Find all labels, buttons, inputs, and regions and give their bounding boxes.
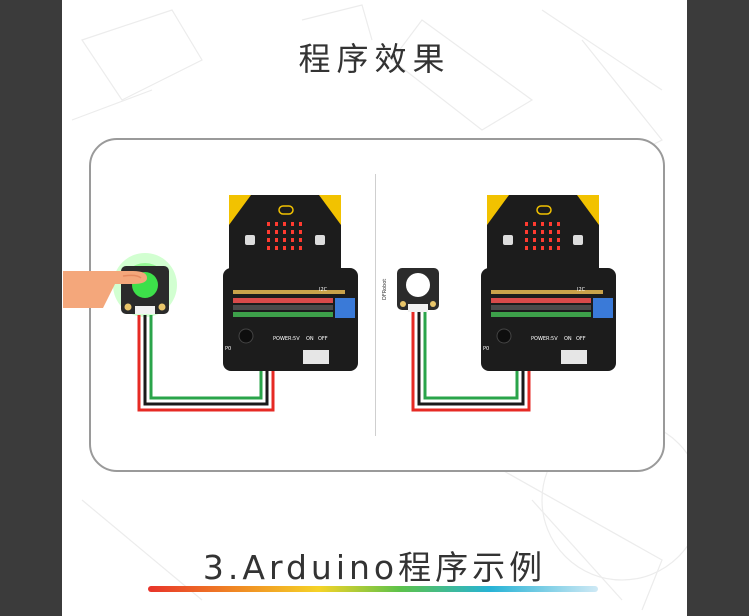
panel-divider (375, 174, 376, 436)
expansion-board-2 (481, 268, 616, 371)
page-title: 程序效果 (298, 40, 451, 78)
section-heading: 3.Arduino程序示例 (202, 548, 547, 587)
led-matrix (267, 222, 302, 250)
wire-black-2 (417, 312, 525, 406)
left-margin (0, 0, 62, 616)
finger-icon (63, 271, 147, 308)
wire-red (137, 315, 275, 412)
led-matrix-2 (525, 222, 560, 250)
label-off: OFF (318, 336, 328, 342)
label-power: POWER:5V (273, 336, 300, 342)
expansion-board (223, 268, 358, 371)
label-p0: P0 (225, 346, 231, 352)
rainbow-underline (148, 586, 598, 592)
label-i2c-2: I2C (577, 287, 586, 293)
power-switch (303, 350, 329, 364)
microbit-board (229, 195, 341, 275)
label-p0-2: P0 (483, 346, 489, 352)
wire-black (143, 315, 269, 406)
microbit-board-2 (487, 195, 599, 275)
label-on-2: ON (564, 336, 572, 342)
label-logo: DFRobot (382, 279, 388, 300)
button-cap-off (406, 273, 430, 297)
label-on: ON (306, 336, 314, 342)
document-page: 程序效果 (62, 0, 687, 616)
label-off-2: OFF (576, 336, 586, 342)
power-switch-2 (561, 350, 587, 364)
wire-red-2 (411, 312, 531, 412)
right-margin (687, 0, 749, 616)
effect-panel: I2C POWER:5V ON OFF P0 DFRobot (63, 138, 665, 472)
label-i2c: I2C (319, 287, 328, 293)
scene-pressed: I2C POWER:5V ON OFF P0 (63, 195, 358, 412)
label-power-2: POWER:5V (531, 336, 558, 342)
scene-released: DFRobot (382, 195, 616, 412)
